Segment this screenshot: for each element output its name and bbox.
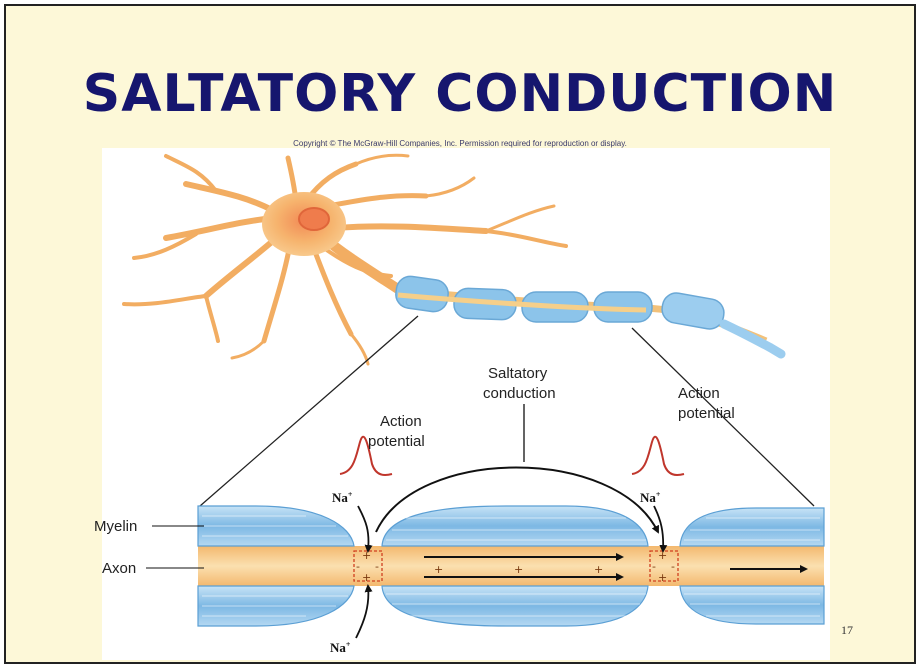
charge-plus: + bbox=[594, 563, 603, 576]
charge-plus: + bbox=[658, 549, 667, 562]
neuron-nucleus bbox=[299, 208, 329, 230]
action-potential-left-line1: Action bbox=[380, 413, 422, 430]
charge-plus: + bbox=[362, 549, 371, 562]
charge-plus: + bbox=[362, 571, 371, 584]
action-potential-left-line2: potential bbox=[368, 433, 425, 450]
slide: SALTATORY CONDUCTION Copyright © The McG… bbox=[4, 4, 916, 664]
charge-plus: + bbox=[658, 571, 667, 584]
myelin-label: Myelin bbox=[94, 518, 137, 535]
charge-minus: - bbox=[375, 560, 379, 573]
charge-minus: - bbox=[671, 560, 675, 573]
action-potential-right-line2: potential bbox=[678, 405, 735, 422]
action-potential-right-line1: Action bbox=[678, 385, 720, 402]
saltatory-label-line1: Saltatory bbox=[488, 365, 548, 382]
saltatory-conduction-diagram: Myelin Axon Saltatory conduction Action … bbox=[6, 6, 914, 662]
page-number: 17 bbox=[841, 623, 853, 638]
saltatory-label-line2: conduction bbox=[483, 385, 556, 402]
charge-plus: + bbox=[434, 563, 443, 576]
axon-core bbox=[198, 546, 824, 586]
charge-minus: - bbox=[356, 560, 360, 573]
charge-plus: + bbox=[514, 563, 523, 576]
charge-minus: - bbox=[652, 560, 656, 573]
axon-label: Axon bbox=[102, 560, 136, 577]
